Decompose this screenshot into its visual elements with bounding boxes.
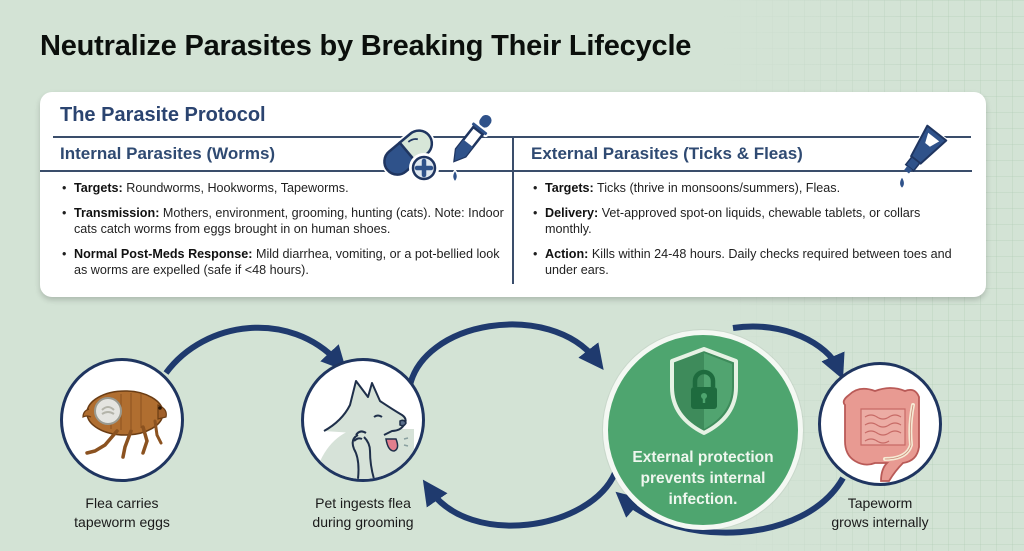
tapeworm-step-label: Tapeworm grows internally (831, 495, 929, 530)
shield-lock-icon (670, 347, 738, 435)
card-title: The Parasite Protocol (60, 104, 266, 126)
protection-circle: External protection prevents internal in… (603, 330, 803, 530)
dropper-icon (451, 112, 495, 184)
divider-internal-heading (40, 170, 512, 172)
arrow-green-to-tapeworm (732, 323, 845, 380)
divider-external-heading (514, 170, 972, 172)
protection-text: External protection prevents internal in… (632, 449, 774, 508)
dog-grooming-icon (314, 380, 414, 479)
tapeworm-step-circle (818, 362, 942, 486)
dog-step-circle (301, 358, 425, 482)
spot-on-tube-icon (898, 123, 949, 191)
list-item: Action: Kills within 24-48 hours. Daily … (531, 246, 961, 278)
flea-step-circle (60, 358, 184, 482)
list-item: Normal Post-Meds Response: Mild diarrhea… (60, 246, 510, 278)
arrow-dog-to-green (406, 321, 604, 391)
list-item: Delivery: Vet-approved spot-on liquids, … (531, 205, 961, 237)
external-list: Targets: Ticks (thrive in monsoons/summe… (531, 180, 961, 287)
external-heading: External Parasites (Ticks & Fleas) (531, 144, 803, 163)
list-item: Transmission: Mothers, environment, groo… (60, 205, 510, 237)
intestine-icon (842, 387, 920, 482)
arrow-tapeworm-to-green (615, 476, 846, 536)
list-item: Targets: Ticks (thrive in monsoons/summe… (531, 180, 961, 196)
arrow-flea-to-dog (163, 324, 347, 375)
column-divider (512, 136, 514, 284)
parasite-protocol-card: The Parasite Protocol Internal Parasites… (40, 92, 986, 297)
dog-step-label: Pet ingests flea during grooming (312, 495, 414, 530)
internal-list: Targets: Roundworms, Hookworms, Tapeworm… (60, 180, 510, 287)
pill-capsule-plus-icon (381, 127, 439, 183)
flea-icon (82, 390, 167, 459)
page-title: Neutralize Parasites by Breaking Their L… (40, 30, 692, 62)
internal-heading: Internal Parasites (Worms) (60, 144, 276, 163)
list-item: Targets: Roundworms, Hookworms, Tapeworm… (60, 180, 510, 196)
flea-step-label: Flea carries tapeworm eggs (74, 495, 170, 530)
arrow-green-to-dog (422, 471, 618, 529)
